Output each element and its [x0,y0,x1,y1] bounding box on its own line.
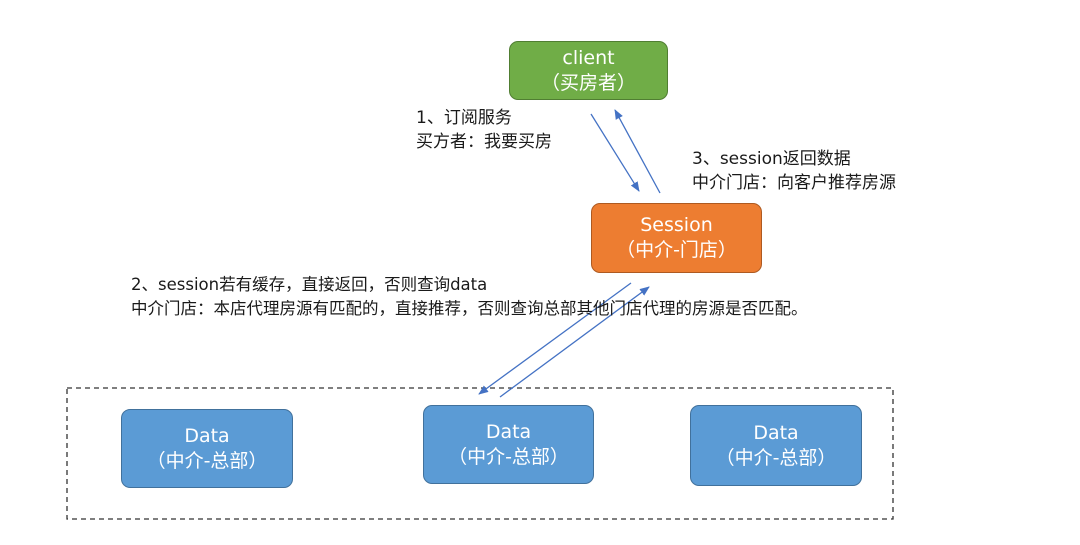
step2-description: 中介门店：本店代理房源有匹配的，直接推荐，否则查询总部其他门店代理的房源是否匹配… [131,299,808,318]
step3-label: 3、session返回数据 中介门店：向客户推荐房源 [692,147,896,195]
arrow-client-to-session [590,113,640,192]
step2-title: 2、session若有缓存，直接返回，否则查询data [131,275,488,294]
step1-title: 1、订阅服务 [416,108,512,128]
arrow-session-to-data [478,282,632,395]
client-node-subtitle: （买房者） [540,71,636,94]
step1-label: 1、订阅服务 买方者：我要买房 [416,106,552,154]
client-node-title: client [562,46,615,69]
session-node: Session （中介-门店） [591,203,762,273]
data-node-right: Data （中介-总部） [690,405,862,486]
data-node-subtitle: （中介-总部） [146,449,268,472]
client-node: client （买房者） [509,41,668,100]
data-node-left: Data （中介-总部） [121,409,293,488]
session-node-subtitle: （中介-门店） [616,239,737,261]
data-node-subtitle: （中介-总部） [448,445,569,468]
arrow-data-to-session [499,286,650,398]
step3-description: 中介门店：向客户推荐房源 [692,173,896,193]
data-node-title: Data [753,421,799,444]
step2-label: 2、session若有缓存，直接返回，否则查询data 中介门店：本店代理房源有… [131,273,808,321]
data-node-title: Data [184,424,230,447]
step1-description: 买方者：我要买房 [416,132,552,152]
data-node-title: Data [485,420,532,443]
arrow-session-to-client [614,109,661,194]
data-group-dashed-border [66,387,894,520]
data-node-center: Data （中介-总部） [423,405,594,484]
step3-title: 3、session返回数据 [692,149,851,169]
data-node-subtitle: （中介-总部） [715,446,837,469]
session-node-title: Session [640,214,713,236]
